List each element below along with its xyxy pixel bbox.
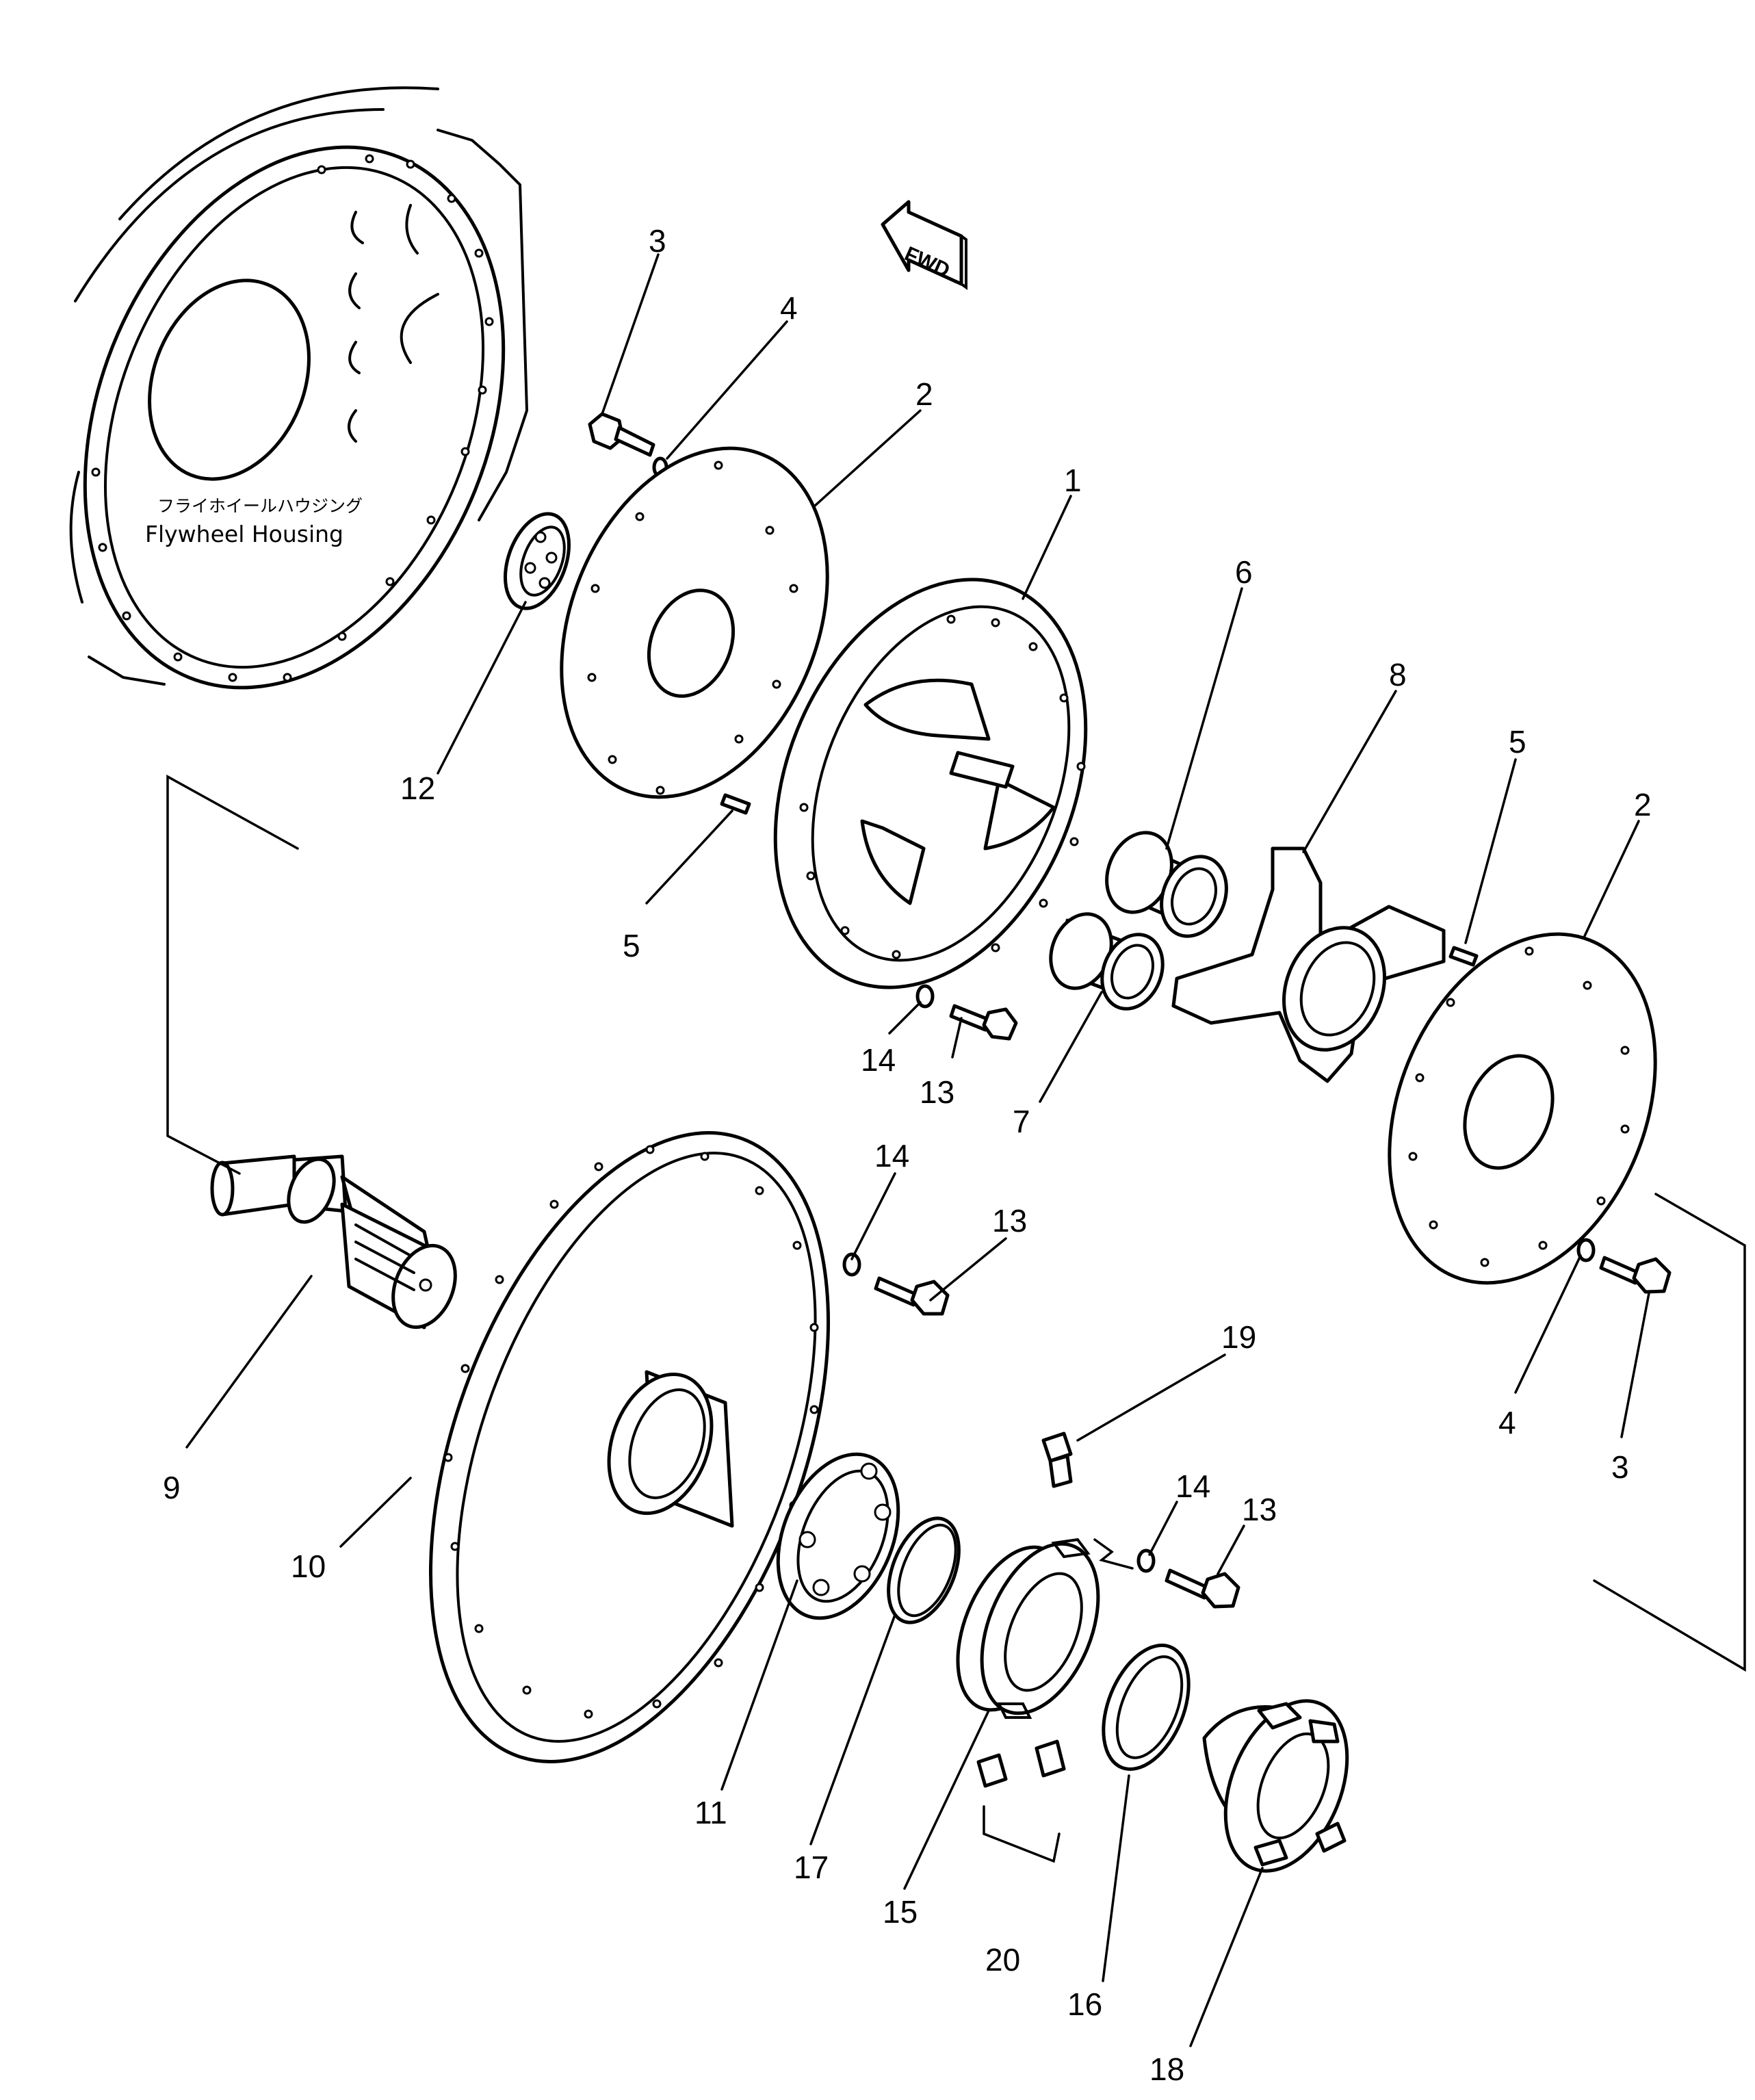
plate-bolt-holes: [587, 461, 798, 795]
part-13-bolt-b: [874, 1276, 950, 1316]
callout-17: 17: [794, 1850, 829, 1885]
callout-14-c: 14: [1175, 1468, 1210, 1504]
callout-13-c: 13: [1242, 1492, 1277, 1527]
housing-label-english: Flywheel Housing: [145, 521, 343, 547]
part-5-pin-right: [1448, 946, 1479, 967]
part-18-companion-flange: [1202, 1699, 1349, 1873]
part-14-washer-a: [915, 984, 935, 1009]
flange-bolt-holes: [443, 1145, 819, 1719]
callout-5-right: 5: [1509, 724, 1526, 760]
callout-7: 7: [1013, 1104, 1030, 1139]
assembly-bracket-lines: [166, 775, 1746, 1863]
plate-right-bolt-holes: [1408, 946, 1630, 1267]
part-8-spider-hub: [1171, 846, 1446, 1083]
part-13-bolt-c: [1165, 1568, 1240, 1609]
part-5-pin-left: [720, 793, 751, 815]
forward-direction-arrow: FWD: [881, 200, 967, 290]
part-2-plate-right: [1388, 932, 1657, 1285]
callout-5-left: 5: [623, 928, 640, 963]
callout-12: 12: [400, 770, 435, 806]
part-7-rubber-element: [1049, 912, 1165, 1011]
callout-numbers: 3 4 2 1 6 8 5 2 12 5 14 13 7 14 13 9 10 …: [163, 223, 1652, 2087]
callout-13-b: 13: [992, 1203, 1027, 1239]
part-17-snap-ring: [887, 1516, 961, 1624]
callout-9: 9: [163, 1470, 181, 1505]
part-15-bearing-housing: [956, 1538, 1100, 1719]
part-13-bolt-a: [949, 1004, 1018, 1041]
callout-13-a: 13: [920, 1074, 954, 1110]
callout-11: 11: [694, 1795, 727, 1830]
part-9-input-shaft: [210, 1154, 457, 1330]
part-19-grease-fitting: [1041, 1431, 1073, 1488]
callout-3-upper: 3: [649, 223, 666, 259]
part-11-bearing: [776, 1452, 900, 1620]
coupling-bolt-holes: [799, 614, 1086, 959]
housing-label-japanese: フライホイールハウジング: [157, 496, 363, 516]
housing-pockets: [348, 204, 439, 443]
part-3-bolt-upper: [588, 412, 655, 457]
leader-lines: [185, 253, 1650, 2047]
callout-19: 19: [1221, 1319, 1256, 1355]
callout-6: 6: [1235, 554, 1253, 590]
callout-4-upper: 4: [780, 290, 798, 326]
housing-bolt-holes: [91, 154, 494, 682]
callout-20: 20: [985, 1942, 1020, 1978]
part-12-bearing: [503, 512, 571, 610]
part-3-bolt-right: [1599, 1256, 1672, 1294]
callout-14-a: 14: [861, 1042, 896, 1078]
callout-10: 10: [291, 1548, 326, 1584]
callout-2-right: 2: [1634, 787, 1652, 822]
part-14-washer-b: [842, 1252, 861, 1277]
part-1-coupling-housing: [773, 578, 1088, 989]
callout-1: 1: [1064, 463, 1082, 498]
part-20-fittings: [976, 1739, 1066, 1788]
callout-18: 18: [1149, 2051, 1184, 2087]
callout-16: 16: [1067, 1986, 1102, 2022]
callout-15: 15: [883, 1894, 918, 1930]
part-4-washer-right: [1576, 1238, 1596, 1262]
part-10-coupling-flange: [429, 1131, 830, 1763]
callout-14-b: 14: [874, 1138, 909, 1174]
flywheel-housing: フライホイールハウジング Flywheel Housing: [69, 86, 529, 690]
part-16-oil-seal: [1102, 1644, 1191, 1771]
callout-2-upper: 2: [915, 376, 933, 412]
part-2-plate-upper: [560, 446, 829, 799]
part-6-rubber-element: [1105, 831, 1228, 938]
callout-8: 8: [1389, 657, 1407, 692]
callout-3-right: 3: [1611, 1449, 1629, 1485]
callout-4-right: 4: [1498, 1405, 1516, 1440]
